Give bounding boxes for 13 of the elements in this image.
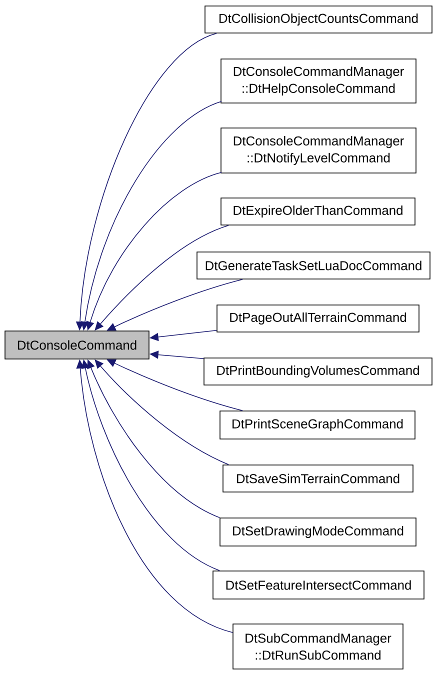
class-box: DtSetFeatureIntersectCommand — [212, 570, 424, 600]
class-box: DtSetDrawingModeCommand — [220, 518, 416, 546]
class-box: DtCollisionObjectCountsCommand — [204, 6, 432, 34]
class-box: DtSaveSimTerrainCommand — [222, 464, 414, 492]
class-box: DtConsoleCommandManager ::DtNotifyLevelCommand — [220, 128, 416, 174]
class-box: DtPageOutAllTerrainCommand — [216, 304, 420, 332]
class-box: DtGenerateTaskSetLuaDocCommand — [196, 252, 430, 280]
class-box: DtSubCommandManager ::DtRunSubCommand — [232, 624, 404, 670]
class-box: DtConsoleCommand — [4, 330, 150, 360]
class-box: DtExpireOlderThanCommand — [220, 198, 416, 226]
class-box: DtPrintBoundingVolumesCommand — [204, 358, 432, 386]
class-box: DtConsoleCommandManager ::DtHelpConsoleCommand — [220, 58, 416, 104]
class-box: DtPrintSceneGraphCommand — [220, 410, 416, 440]
